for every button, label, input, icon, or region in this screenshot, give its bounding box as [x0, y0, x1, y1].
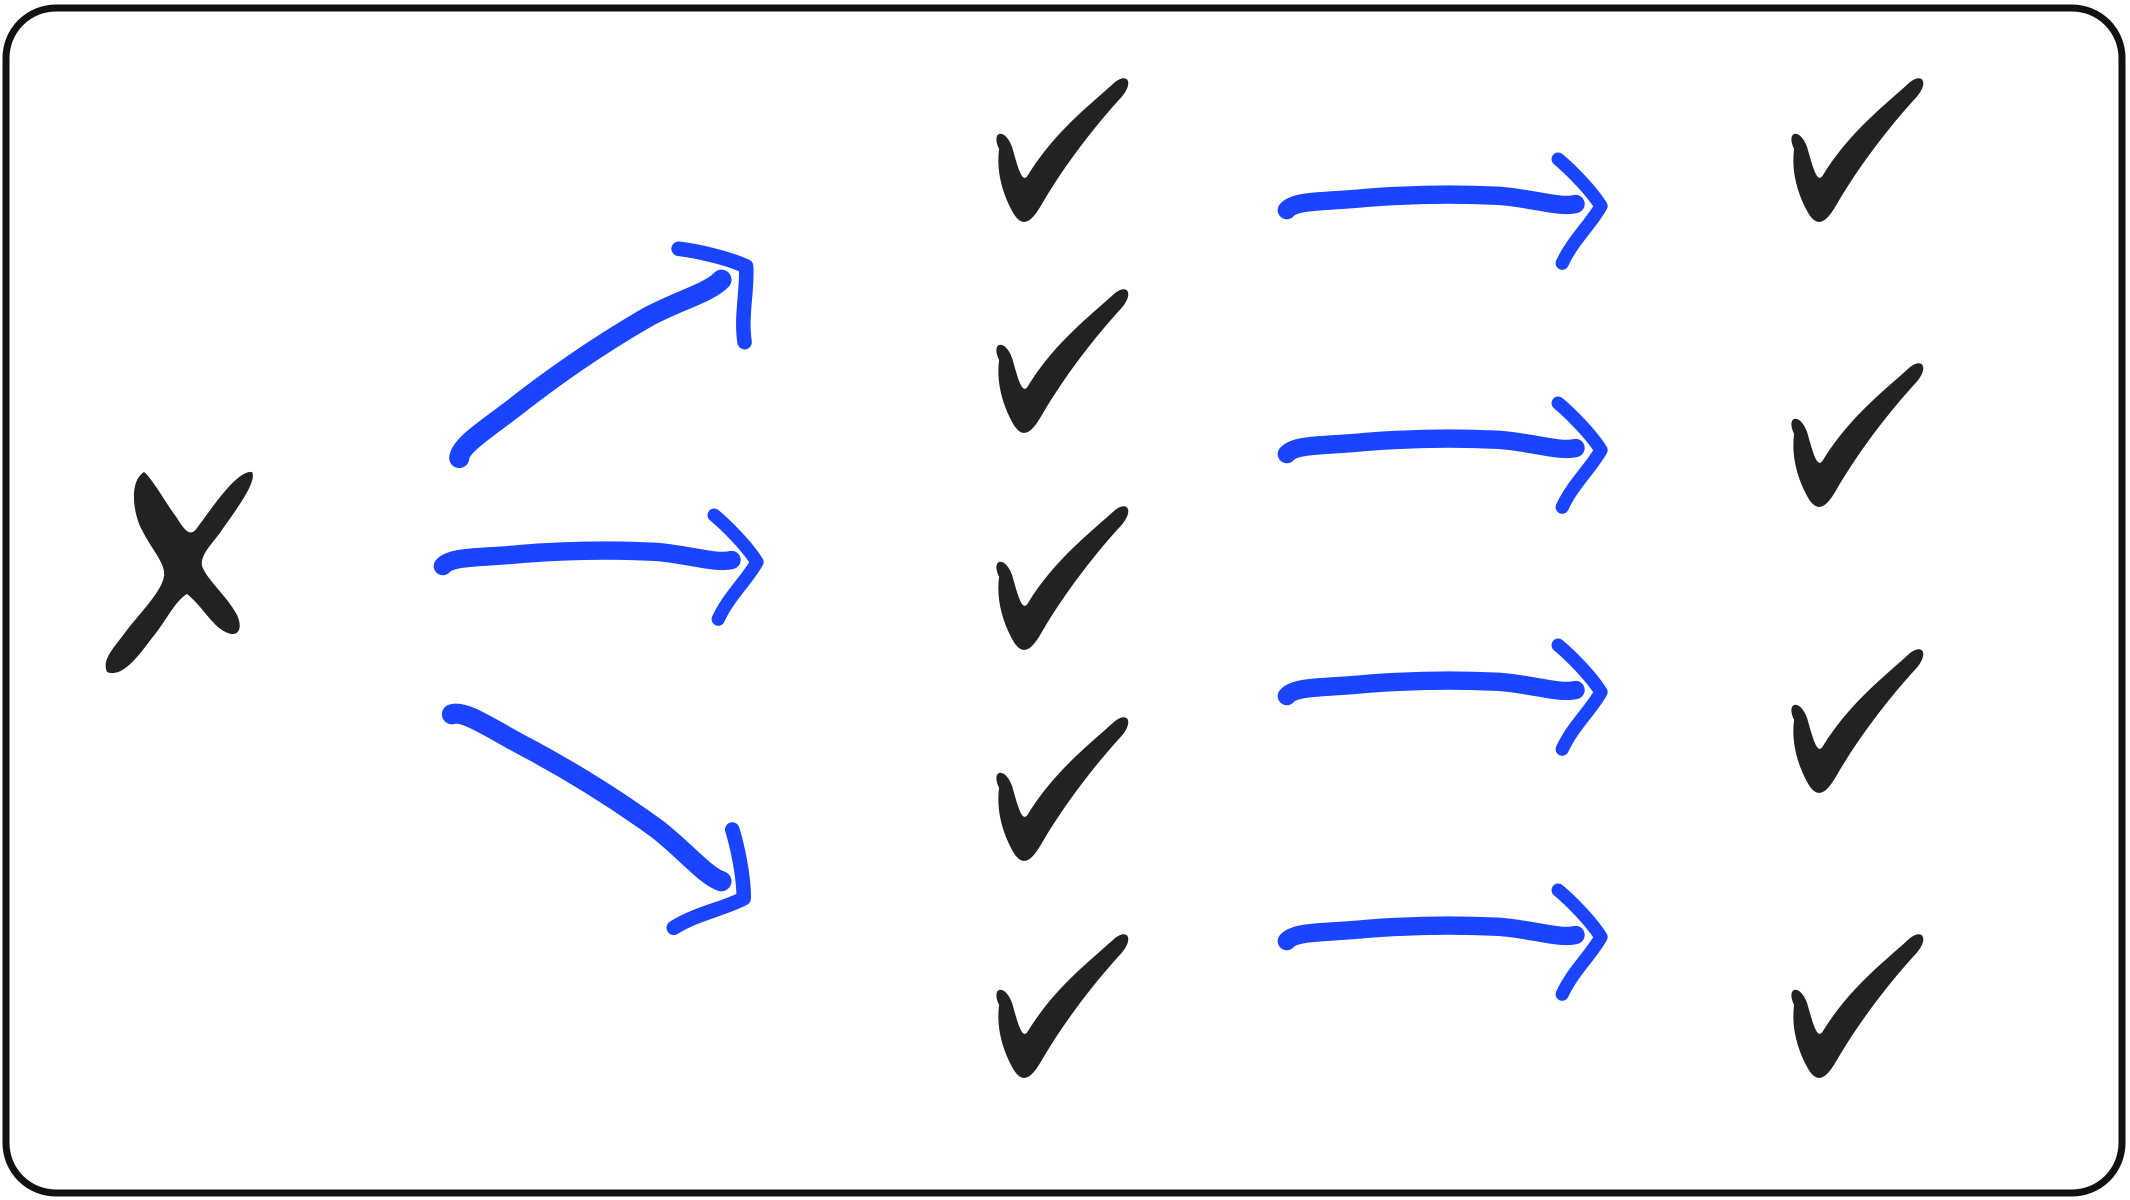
arrow-icon [1287, 403, 1601, 507]
arrow-icon [1287, 890, 1601, 994]
checkmark-icon [996, 506, 1129, 650]
checkmark-icon [996, 289, 1129, 433]
frame-border [2, 4, 2126, 1197]
checkmark-icon [1791, 78, 1924, 222]
arrow-icon [429, 223, 781, 507]
arrow-icon [1287, 645, 1601, 749]
checkmark-icon [996, 717, 1129, 861]
arrow-icon [443, 515, 757, 619]
arrow-icon [420, 667, 772, 951]
checkmark-icon [1791, 363, 1924, 507]
checkmark-icon [1791, 934, 1924, 1078]
arrow-icon [1287, 159, 1601, 263]
checkmark-icon [996, 934, 1129, 1078]
cross-mark-icon [105, 471, 253, 674]
checkmark-icon [1791, 649, 1924, 793]
checkmark-icon [996, 78, 1129, 222]
